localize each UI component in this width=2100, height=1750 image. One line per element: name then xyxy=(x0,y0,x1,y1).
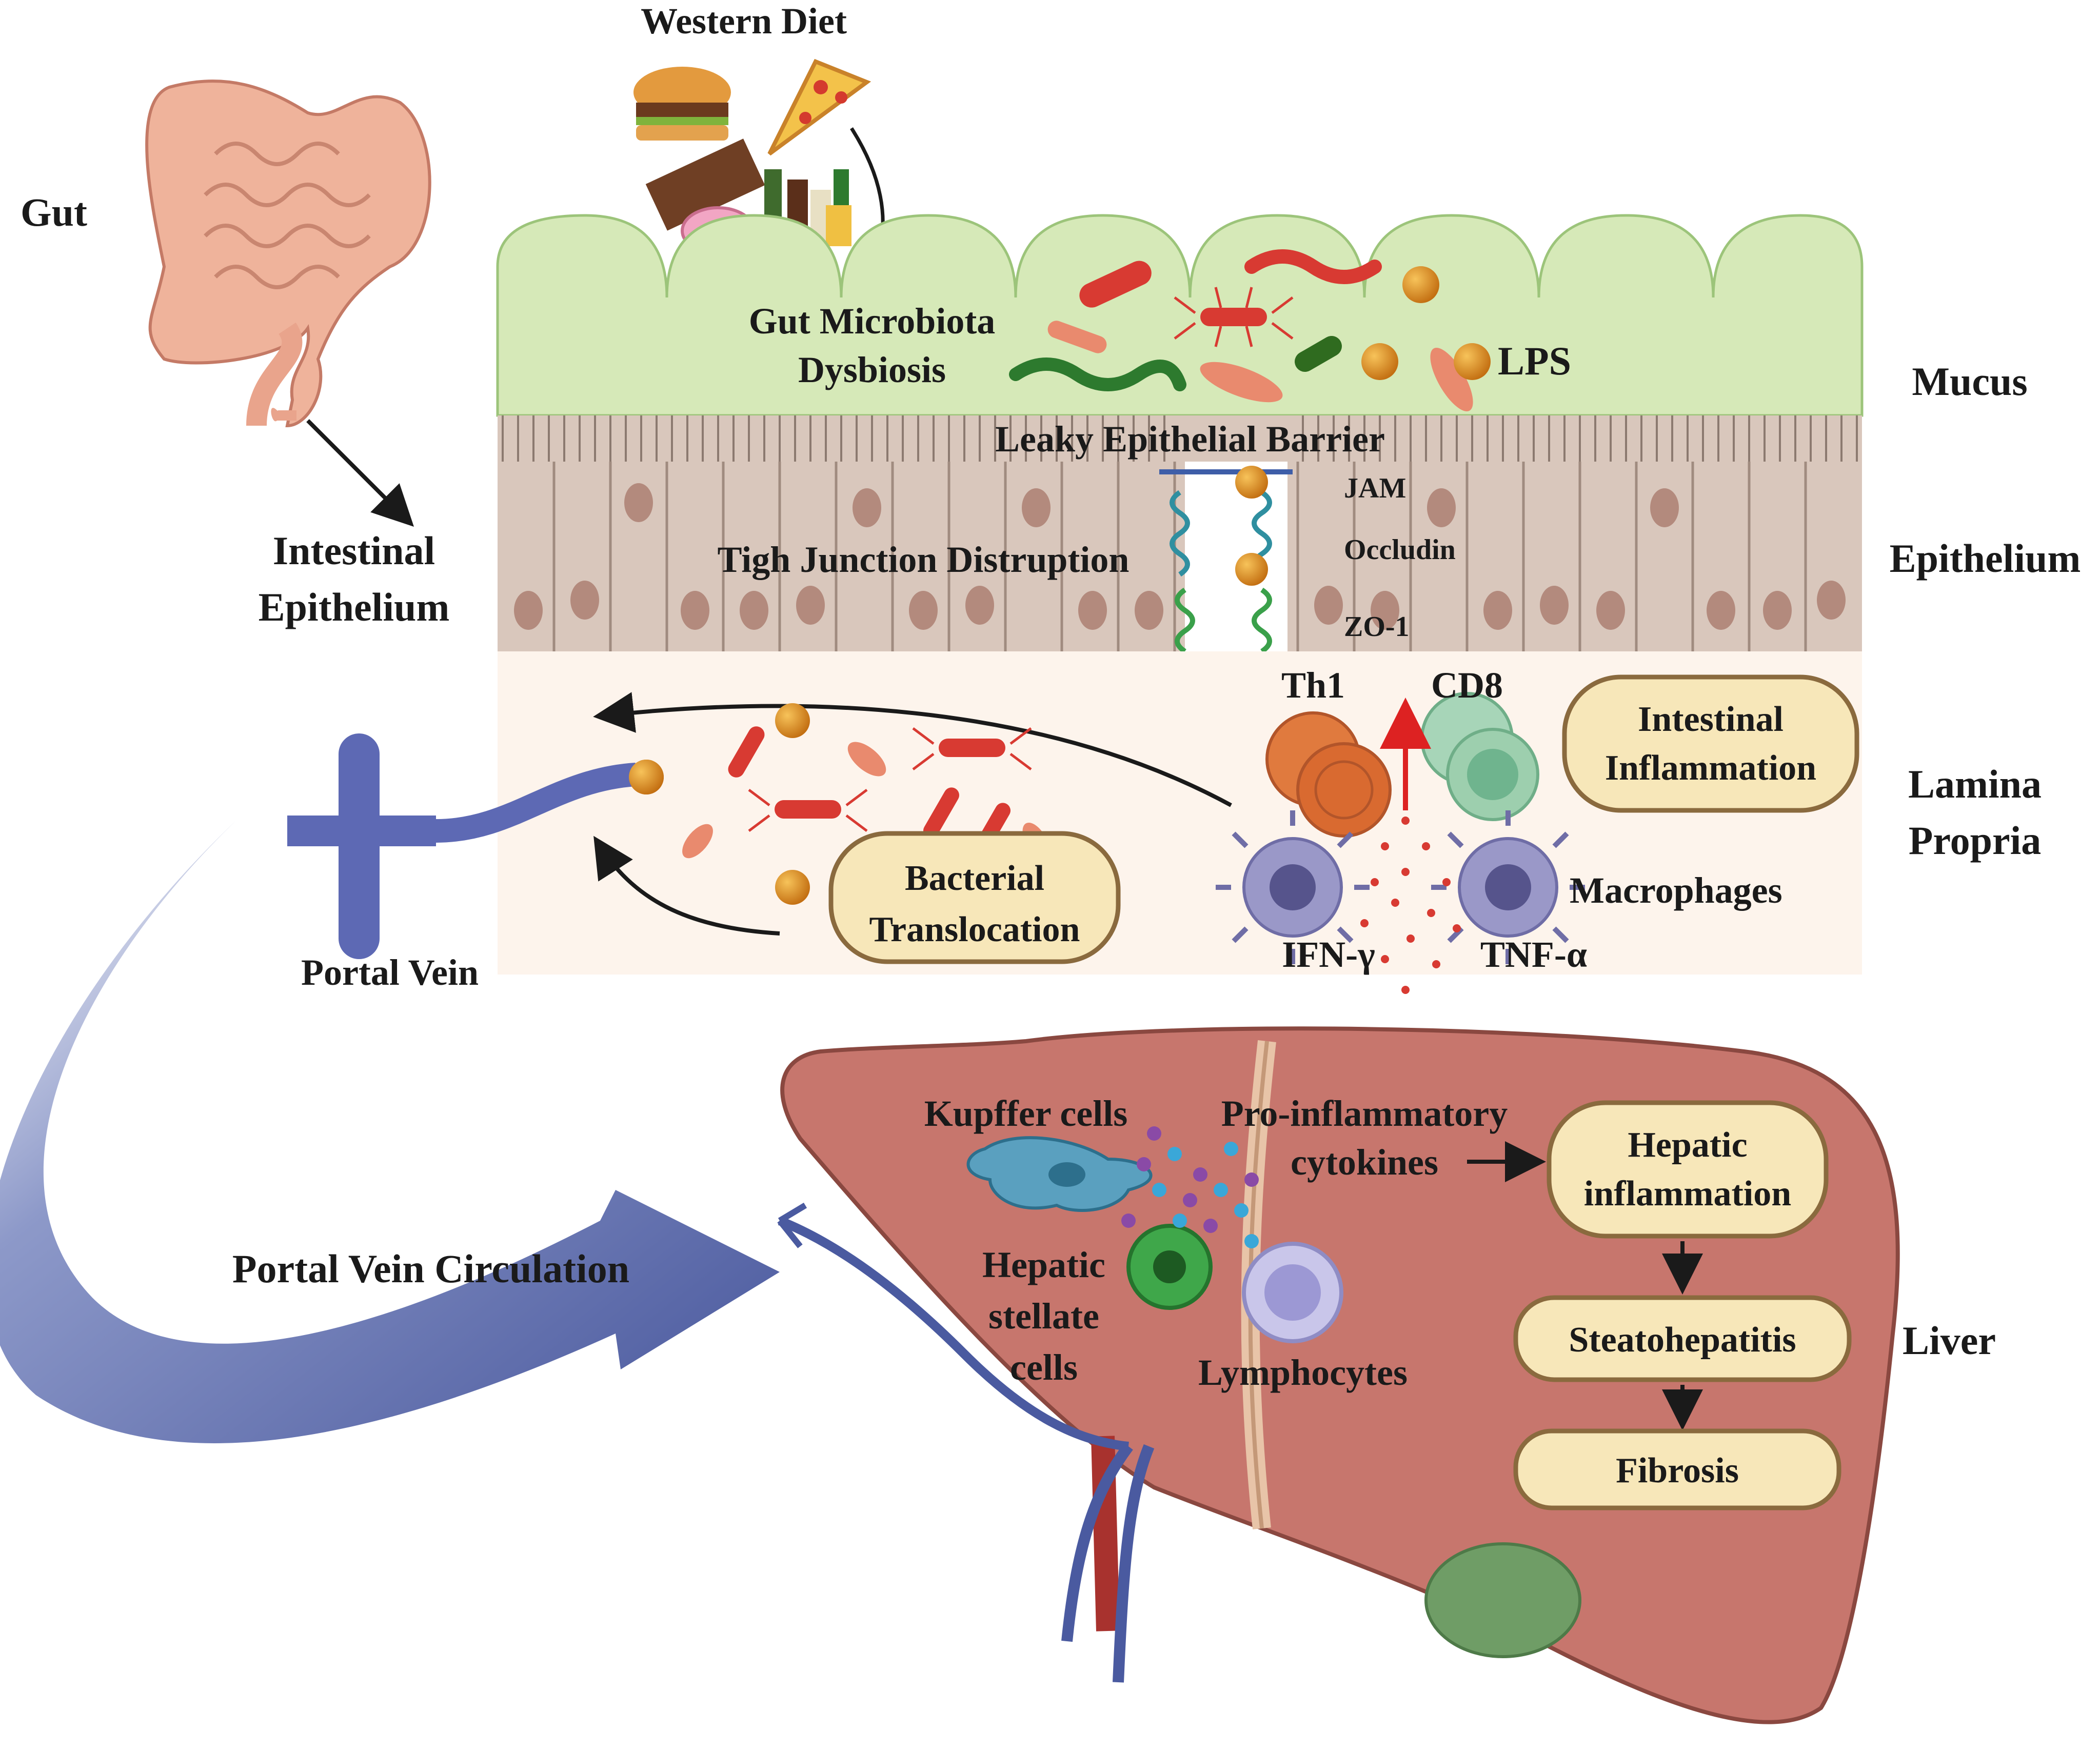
intestinal-inflammation-line1: Intestinal xyxy=(1638,700,1784,739)
th1-label: Th1 xyxy=(1281,665,1345,706)
ifn-gamma-label: IFN-γ xyxy=(1282,934,1375,975)
intestinal-inflammation-box: Intestinal Inflammation xyxy=(1562,674,1859,813)
kupffer-cells-label: Kupffer cells xyxy=(924,1093,1128,1134)
lps-particle xyxy=(629,760,664,794)
intestinal-epithelium-label-line1: Intestinal xyxy=(273,528,435,573)
tight-junction-label: Tigh Junction Distruption xyxy=(718,539,1130,580)
steatohepatitis-text: Steatohepatitis xyxy=(1569,1320,1796,1360)
lps-particle xyxy=(1235,466,1268,499)
lps-particle xyxy=(1235,553,1268,586)
pro-inflammatory-label-line1: Pro-inflammatory xyxy=(1221,1093,1508,1134)
portal-vein-label: Portal Vein xyxy=(301,952,479,993)
intestinal-epithelium-label-line2: Epithelium xyxy=(259,585,450,629)
hepatic-stellate-cell xyxy=(1126,1224,1213,1310)
portal-vein-illustration xyxy=(287,733,637,959)
tnf-alpha-label: TNF-α xyxy=(1480,934,1587,975)
gut-label: Gut xyxy=(21,190,87,234)
lps-particle xyxy=(1361,343,1398,380)
epithelial-nuclei xyxy=(514,483,1846,630)
lps-label: LPS xyxy=(1498,339,1571,383)
macrophages-label: Macrophages xyxy=(1570,870,1782,911)
mucus-layer xyxy=(496,214,1864,417)
hepatic-stellate-label-line2: stellate xyxy=(988,1296,1099,1337)
fibrosis-box: Fibrosis xyxy=(1513,1428,1841,1510)
epithelial-cells xyxy=(552,462,1807,651)
liver-label: Liver xyxy=(1903,1318,1996,1363)
western-diet-label: Western Diet xyxy=(641,1,847,42)
inflammation-to-vein-arrow xyxy=(593,692,1232,807)
lps-particle xyxy=(775,870,810,905)
fibrosis-text: Fibrosis xyxy=(1616,1451,1739,1490)
bacterial-translocation-line1: Bacterial xyxy=(905,859,1044,898)
kupffer-cell xyxy=(966,1136,1153,1212)
portal-vein-circulation-label: Portal Vein Circulation xyxy=(232,1246,629,1291)
lps-particle xyxy=(1454,343,1491,380)
steatohepatitis-box: Steatohepatitis xyxy=(1513,1295,1852,1382)
portal-vein-circulation-arrow xyxy=(0,821,780,1443)
microvilli xyxy=(502,415,1858,462)
lps-particle xyxy=(1402,266,1439,303)
mucus-bacteria xyxy=(1009,249,1473,411)
intestine-illustration xyxy=(145,79,431,428)
junction-gap xyxy=(1185,462,1287,651)
epithelium-layer-label: Epithelium xyxy=(1890,536,2081,581)
lps-particle xyxy=(775,703,810,738)
hepatic-inflammation-box: Hepatic inflammation xyxy=(1547,1100,1829,1239)
mucus-layer-label: Mucus xyxy=(1912,359,2027,404)
hepatic-stellate-label-line3: cells xyxy=(1010,1347,1078,1388)
macrophage-left xyxy=(1216,810,1370,964)
leaky-barrier-label: Leaky Epithelial Barrier xyxy=(995,419,1385,460)
cytokine-dots xyxy=(1360,817,1461,994)
dysbiosis-label-line1: Gut Microbiota xyxy=(749,301,996,342)
gut-to-epithelium-arrow xyxy=(306,419,414,527)
bacterial-translocation-line2: Translocation xyxy=(869,910,1080,949)
dysbiosis-label-line2: Dysbiosis xyxy=(798,349,946,390)
intestinal-inflammation-line2: Inflammation xyxy=(1605,748,1816,788)
zo1-label: ZO-1 xyxy=(1344,611,1410,643)
jam-label: JAM xyxy=(1344,472,1406,504)
lymphocytes-label: Lymphocytes xyxy=(1198,1352,1408,1393)
lamina-propria-label-line2: Propria xyxy=(1909,818,2042,863)
bacterial-translocation-box: Bacterial Translocation xyxy=(828,831,1121,964)
th1-cells xyxy=(1265,711,1392,838)
lamina-propria-label-line1: Lamina xyxy=(1908,762,2042,806)
hepatic-inflammation-line1: Hepatic xyxy=(1628,1125,1747,1165)
translocated-bacteria xyxy=(682,726,1050,860)
translocation-to-vein-arrow xyxy=(593,836,780,936)
cd8-cells xyxy=(1420,692,1539,821)
cytokine-particles xyxy=(1121,1126,1259,1248)
pro-inflammatory-label-line2: cytokines xyxy=(1291,1142,1438,1183)
macrophage-right xyxy=(1431,810,1585,964)
lymphocyte xyxy=(1242,1242,1343,1343)
occludin-label: Occludin xyxy=(1344,534,1456,566)
hepatic-inflammation-line2: inflammation xyxy=(1584,1174,1791,1214)
hepatic-stellate-label-line1: Hepatic xyxy=(982,1244,1105,1285)
cd8-label: CD8 xyxy=(1431,665,1503,706)
